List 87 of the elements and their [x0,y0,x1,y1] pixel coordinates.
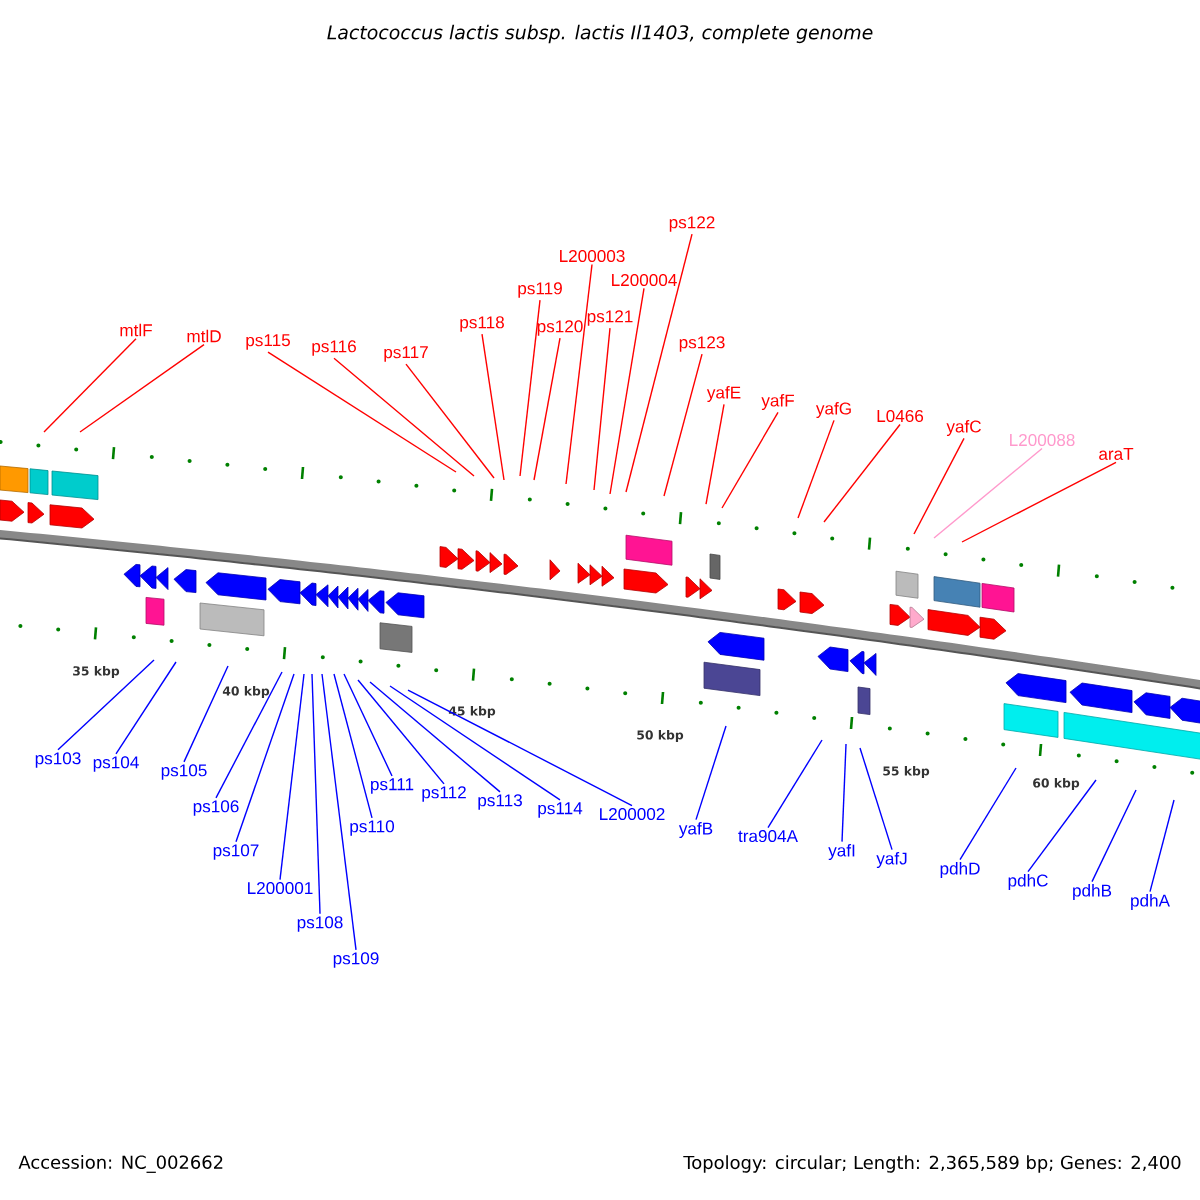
leader-line [79,344,205,433]
gene-label: ps114 [538,802,583,818]
gene-label: ps118 [460,316,504,332]
leader-line [609,287,645,495]
leader-line [1091,789,1137,883]
leader-line [565,263,593,485]
gene-label: yafJ [876,852,907,868]
leader-line [695,725,727,821]
leader-line [481,333,505,481]
leader-line [389,685,561,801]
leader-line [321,673,357,951]
leader-line [43,338,137,433]
gene-label: L200004 [612,273,677,287]
accession-text: Accession: NC_002662 [18,1155,223,1173]
gene-label: ps112 [422,786,466,802]
gene-label: ps113 [478,794,522,810]
gene-label: ps117 [384,346,428,362]
gene-label: pdhA [1131,894,1170,910]
gene-label: pdhB [1073,884,1112,900]
leader-line [235,673,295,843]
leader-line [333,673,373,819]
leader-line [115,661,177,755]
leader-line [625,233,693,493]
gene-label: yafG [815,402,851,418]
leader-line [405,363,495,479]
gene-label: ps120 [537,320,583,336]
gene-label: pdhD [940,862,980,878]
leader-line [369,681,501,793]
leader-line [533,337,561,481]
gene-label: L200088 [1010,433,1075,447]
leader-line [663,353,703,497]
gene-label: yafE [706,386,741,402]
leader-line [823,423,901,523]
gene-label: araT [1099,448,1134,460]
leader-line [267,351,457,473]
gene-label: ps122 [669,216,715,232]
gene-label: ps115 [246,334,290,350]
gene-label: mtlF [120,323,152,337]
leader-line [721,411,779,509]
gene-label: ps119 [518,282,562,298]
gene-label: ps121 [587,310,633,326]
leader-line [333,357,475,477]
leader-line [407,689,633,807]
gene-label: ps104 [93,756,139,772]
gene-label: yafC [946,420,981,436]
gene-label: yafI [828,844,855,860]
leader-line [961,461,1117,543]
gene-label: ps106 [193,800,239,816]
gene-label: ps111 [371,778,414,794]
gene-label: ps116 [312,340,356,356]
leader-line [519,299,541,477]
gene-label: pdhC [1008,874,1048,890]
leader-line [279,673,305,881]
leader-line [1027,779,1097,873]
leader-line [343,673,393,777]
leader-line [215,671,283,799]
gene-label: mtlD [187,329,221,343]
leader-line [357,679,445,785]
gene-label: L200001 [248,881,313,895]
leader-line [593,327,611,491]
leader-line [183,665,229,763]
leader-line [859,747,893,851]
leader-line [705,403,725,505]
leader-line [797,419,835,519]
gene-label: yafB [678,822,713,838]
leader-line [767,739,823,829]
gene-label: yafF [761,394,794,410]
gene-label: L200002 [600,807,665,821]
gene-label: ps108 [297,916,343,932]
leader-line [933,447,1043,539]
gene-label: L0466 [877,409,924,423]
leader-line [959,767,1017,861]
gene-label: ps123 [679,336,725,352]
gene-label: ps110 [350,820,394,836]
leader-line [913,437,965,535]
gene-label: ps109 [333,952,379,968]
leader-line [841,743,847,843]
gene-label: ps103 [35,752,81,768]
gene-label: L200003 [560,249,625,263]
gene-label: ps105 [161,764,207,780]
leader-line [57,659,155,751]
gene-label: ps107 [213,844,259,860]
topology-text: Topology: circular; Length: 2,365,589 bp; Genes: 2,400 [683,1155,1181,1173]
leader-line [1149,799,1175,893]
title: Lactococcus lactis subsp. lactis Il1403, complete genome [327,24,873,44]
gene-label: tra904A [738,829,798,843]
leader-line [311,673,321,915]
